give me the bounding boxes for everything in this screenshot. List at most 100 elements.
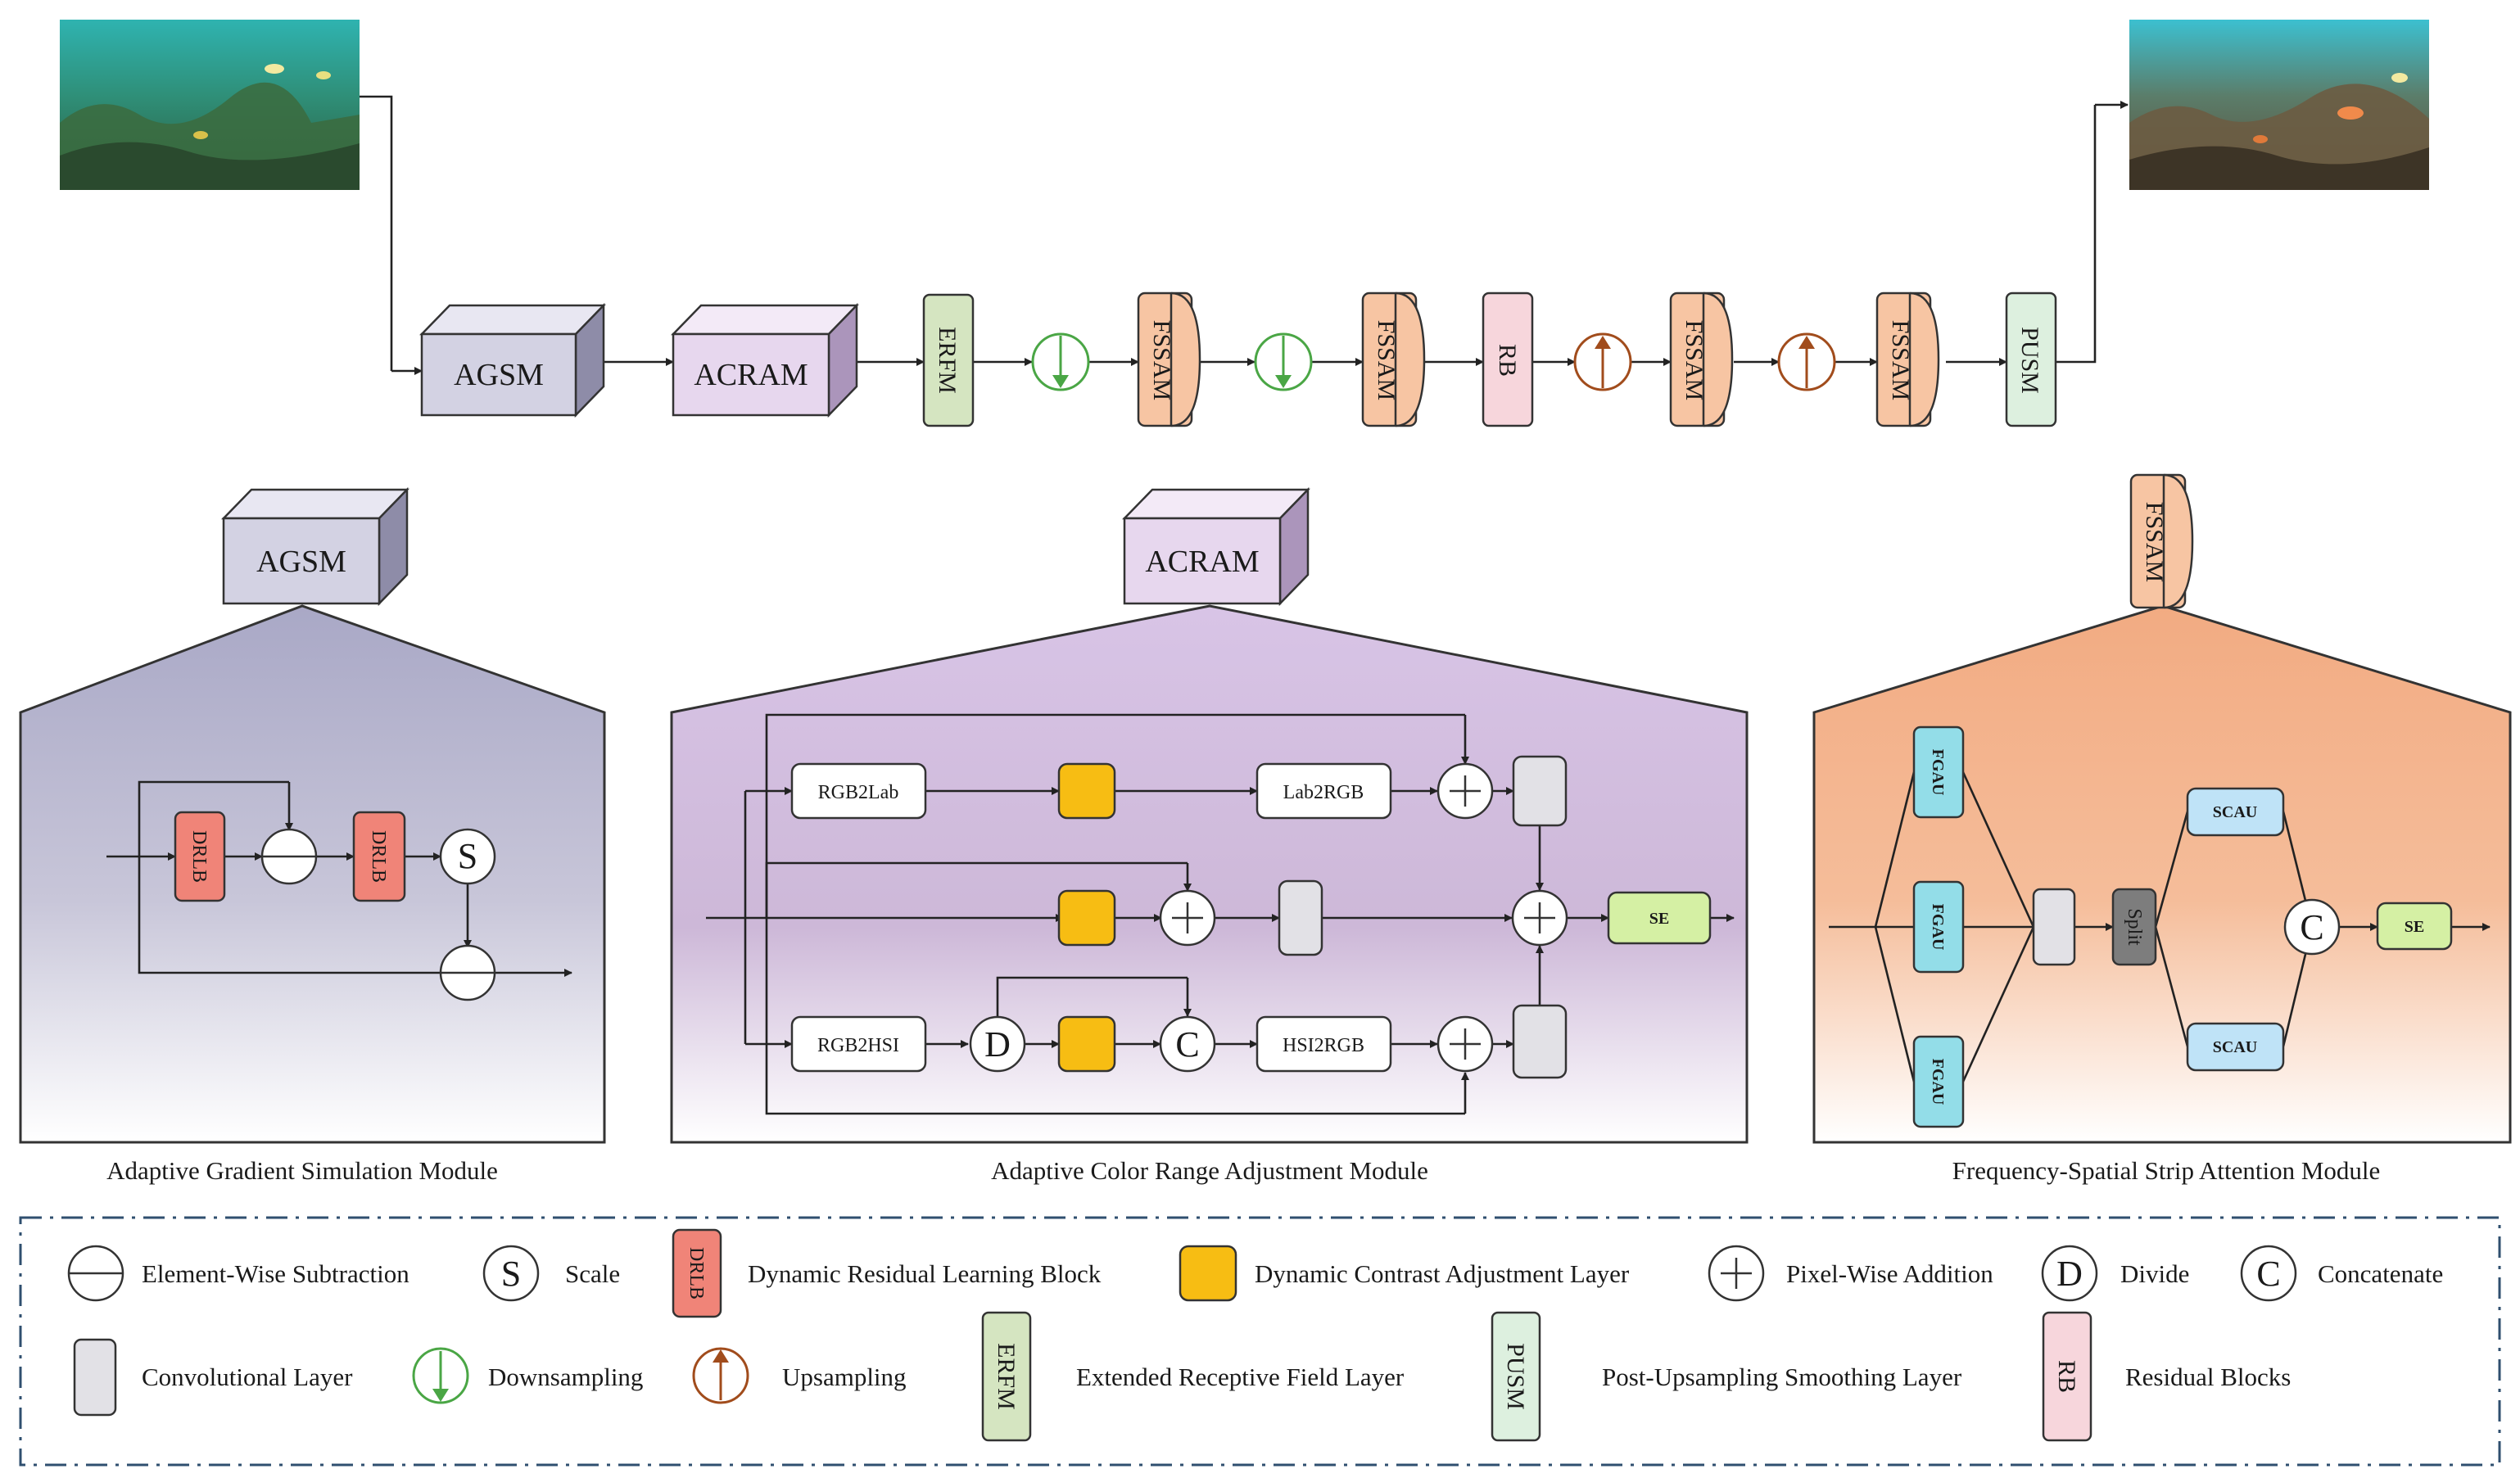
- acram-se-label: SE: [1649, 910, 1669, 928]
- fssam-split-box: [2111, 888, 2157, 966]
- acram-lab2rgb-box: [1255, 762, 1392, 820]
- pipeline-erfm-block: ERFM: [922, 293, 975, 427]
- svg-text:FGAU: FGAU: [1929, 749, 1947, 796]
- legend-item-drlb: DRLB Dynamic Residual Learning Block: [672, 1228, 1102, 1318]
- pipeline-agsm-label: AGSM: [454, 358, 544, 392]
- legend-item-conv: Convolutional Layer: [73, 1338, 353, 1417]
- svg-text:S: S: [501, 1254, 521, 1294]
- acram-divide: D: [969, 1015, 1026, 1073]
- svg-text:DRLB: DRLB: [188, 830, 210, 883]
- acram-conv-1: [1512, 755, 1568, 827]
- input-image: [60, 20, 360, 190]
- fssam-conv: [2032, 888, 2076, 966]
- svg-text:D: D: [984, 1024, 1011, 1064]
- svg-text:C: C: [2300, 907, 2323, 947]
- acram-lab2rgb-label: Lab2RGB: [1283, 782, 1364, 803]
- svg-text:PUSM: PUSM: [1502, 1343, 1529, 1410]
- legend-item-erfm: ERFM Extended Receptive Field Layer: [981, 1311, 1405, 1442]
- agsm-caption: Adaptive Gradient Simulation Module: [106, 1156, 498, 1185]
- pipeline-fssam-label-4: FSSAM: [1887, 320, 1914, 400]
- svg-text:ERFM: ERFM: [993, 1343, 1020, 1410]
- acram-conv-3: [1512, 1004, 1568, 1079]
- svg-text:Convolutional Layer: Convolutional Layer: [142, 1363, 353, 1391]
- pipeline-fssam-label-1: FSSAM: [1148, 320, 1175, 400]
- pipeline-fssam-block-2: FSSAM: [1361, 292, 1426, 427]
- acram-add-4: [1436, 1015, 1494, 1073]
- svg-text:Pixel-Wise Addition: Pixel-Wise Addition: [1786, 1259, 1993, 1288]
- svg-text:C: C: [1175, 1024, 1199, 1064]
- acram-add-1: [1436, 762, 1494, 820]
- pipeline-pusm-label: PUSM: [2016, 327, 2043, 394]
- fssam-fgau-3: [1912, 1035, 1965, 1128]
- legend-item-add: Pixel-Wise Addition: [1708, 1245, 1993, 1302]
- acram-conv-2: [1278, 879, 1323, 956]
- legend-item-scale: S Scale: [482, 1245, 620, 1302]
- agsm-module-panel: AGSM DRLB DRLB S: [19, 486, 606, 1144]
- svg-text:Post-Upsampling Smoothing Laye: Post-Upsampling Smoothing Layer: [1602, 1363, 1962, 1391]
- svg-text:FGAU: FGAU: [1929, 904, 1947, 951]
- svg-text:DRLB: DRLB: [368, 830, 389, 883]
- pipeline-rb-block: RB: [1482, 292, 1534, 427]
- legend-item-subtract: Element-Wise Subtraction: [67, 1245, 409, 1302]
- acram-rgb2hsi-label: RGB2HSI: [817, 1035, 899, 1056]
- acram-hsi2rgb-label: HSI2RGB: [1283, 1035, 1364, 1056]
- legend: Element-Wise Subtraction S Scale DRLB Dy…: [19, 1216, 2501, 1467]
- svg-text:Residual Blocks: Residual Blocks: [2125, 1363, 2291, 1391]
- pipeline-erfm-label: ERFM: [934, 327, 961, 394]
- fssam-fgau-1: [1912, 725, 1965, 819]
- acram-module-panel: ACRAM RGB2Lab: [670, 486, 1749, 1144]
- legend-item-up: Upsampling: [692, 1347, 907, 1404]
- fssam-header-label: FSSAM: [2141, 502, 2168, 582]
- svg-text:SCAU: SCAU: [2213, 1038, 2257, 1056]
- acram-dcal-1: [1057, 762, 1116, 820]
- svg-text:D: D: [2056, 1254, 2083, 1294]
- pipeline-rb-label: RB: [1494, 344, 1521, 377]
- acram-dcal-2: [1057, 889, 1116, 947]
- agsm-subtract-1: [260, 828, 318, 885]
- fssam-scau-2: [2186, 1022, 2285, 1072]
- legend-item-dcal: Dynamic Contrast Adjustment Layer: [1179, 1245, 1630, 1302]
- svg-text:RB: RB: [2053, 1360, 2080, 1393]
- svg-text:Scale: Scale: [565, 1259, 620, 1288]
- acram-add-3: [1511, 889, 1568, 947]
- acram-se-box: [1607, 891, 1712, 945]
- svg-text:C: C: [2256, 1254, 2280, 1294]
- agsm-scale: S: [439, 828, 496, 885]
- pipeline-fssam-block-1: FSSAM: [1137, 292, 1201, 427]
- svg-text:Divide: Divide: [2120, 1259, 2189, 1288]
- fssam-se-box: [2376, 902, 2453, 951]
- pipeline-pusm-block: PUSM: [2005, 292, 2057, 427]
- legend-item-down: Downsampling: [412, 1347, 643, 1404]
- pipeline-fssam-label-2: FSSAM: [1373, 320, 1400, 400]
- pipeline-agsm-block: AGSM: [419, 302, 606, 418]
- legend-item-divide: D Divide: [2041, 1245, 2189, 1302]
- acram-add-2: [1159, 889, 1216, 947]
- pipeline-upsample-1: [1573, 332, 1632, 391]
- acram-concat: C: [1159, 1015, 1216, 1073]
- fssam-scau-1: [2186, 787, 2285, 837]
- acram-hsi2rgb-box: [1255, 1015, 1392, 1073]
- legend-item-rb: RB Residual Blocks: [2042, 1311, 2291, 1442]
- acram-rgb2lab-box: [790, 762, 927, 820]
- acram-caption: Adaptive Color Range Adjustment Module: [991, 1156, 1428, 1185]
- output-image: [2129, 20, 2429, 191]
- acram-header-label: ACRAM: [1145, 545, 1259, 579]
- legend-item-concat: C Concatenate: [2240, 1245, 2443, 1302]
- pipeline-fssam-block-4: FSSAM: [1875, 292, 1940, 427]
- svg-text:Upsampling: Upsampling: [782, 1363, 907, 1391]
- legend-item-pusm: PUSM Post-Upsampling Smoothing Layer: [1491, 1311, 1962, 1442]
- pipeline-upsample-2: [1777, 332, 1836, 391]
- agsm-drlb-1: [174, 811, 226, 902]
- acram-dcal-3: [1057, 1015, 1116, 1073]
- agsm-header-label: AGSM: [256, 545, 346, 579]
- svg-text:Extended Receptive Field Layer: Extended Receptive Field Layer: [1076, 1363, 1405, 1391]
- pipeline-downsample-1: [1031, 332, 1090, 391]
- svg-text:S: S: [458, 836, 477, 876]
- pipeline-fssam-block-3: FSSAM: [1669, 292, 1734, 427]
- acram-rgb2hsi-box: [790, 1015, 927, 1073]
- pipeline-acram-label: ACRAM: [694, 358, 808, 392]
- svg-text:Dynamic Contrast Adjustment La: Dynamic Contrast Adjustment Layer: [1255, 1259, 1630, 1288]
- fssam-module-panel: FSSAM FGAU FGAU FGAU Split SCAU SCAU C S…: [1812, 473, 2512, 1144]
- svg-text:DRLB: DRLB: [685, 1247, 707, 1299]
- pipeline-acram-block: ACRAM: [671, 302, 859, 418]
